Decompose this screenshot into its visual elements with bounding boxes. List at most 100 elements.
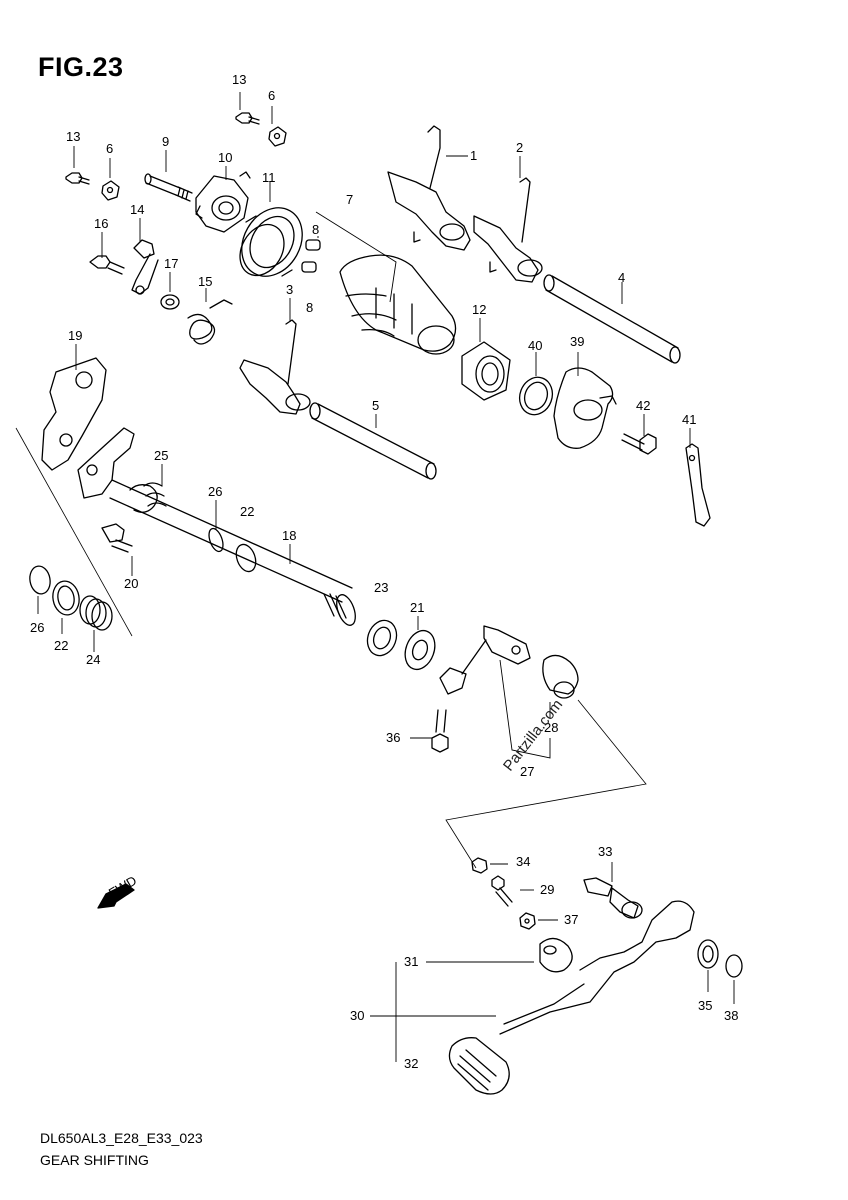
return-spring-25 [129,482,167,513]
stopper-arm-14 [131,239,159,295]
callout-36: 36 [386,730,400,745]
stopper-10 [195,171,251,233]
callout-16: 16 [94,216,108,231]
callout-5: 5 [372,398,379,413]
fork-shaft-4 [543,274,681,364]
bolt-42 [621,433,657,455]
washer-17 [160,294,180,310]
callout-27: 27 [520,764,534,779]
callout-29: 29 [540,882,554,897]
nut-37 [519,912,536,930]
callout-25: 25 [154,448,168,463]
callout-42: 42 [636,398,650,413]
callout-28: 28 [544,720,558,735]
callout-3: 3 [286,282,293,297]
callout-26: 26 [30,620,44,635]
pin-9 [144,173,193,202]
shift-lever-pivot-33 [583,877,643,919]
circlip-26-lower [29,565,51,595]
shift-fork-2 [473,177,543,283]
shift-fork-1 [387,125,471,251]
footer-code: DL650AL3_E28_E33_023 [40,1130,203,1146]
callout-13: 13 [232,72,246,87]
callout-34: 34 [516,854,530,869]
fwd-arrow [97,883,135,909]
washer-22-upper [235,543,257,573]
callout-35: 35 [698,998,712,1013]
callout-30: 30 [350,1008,364,1023]
callout-8: 8 [306,300,313,315]
washer-35 [697,939,719,969]
bolt-36 [431,709,449,753]
callout-9: 9 [162,134,169,149]
leader-lines [15,92,735,1062]
shaft-arm-18-plate [77,427,135,499]
fork-shaft-5 [309,402,437,480]
callout-20: 20 [124,576,138,591]
callout-15: 15 [198,274,212,289]
callout-14: 14 [130,202,144,217]
callout-32: 32 [404,1056,418,1071]
washer-21 [404,629,436,671]
bearing-12 [461,341,511,401]
bearing-11 [239,207,303,277]
callout-11: 11 [262,170,276,185]
callout-31: 31 [404,954,418,969]
joint-28 [542,654,579,699]
callout-38: 38 [724,1008,738,1023]
callout-24: 24 [86,652,100,667]
circlip-38 [725,954,743,978]
shift-cam-7 [339,254,457,355]
callout-41: 41 [682,412,696,427]
callout-23: 23 [374,580,388,595]
bolt-29 [491,875,513,907]
gear-position-sensor-39 [553,367,617,449]
oil-seal-23 [366,619,398,657]
nut-34 [471,857,488,874]
callout-1: 1 [470,148,477,163]
bolt-13-left [65,172,90,185]
callout-21: 21 [410,600,424,615]
callout-13: 13 [66,129,80,144]
footer-caption: GEAR SHIFTING [40,1152,149,1168]
callout-19: 19 [68,328,82,343]
washer-6-left [101,180,120,201]
bolt-13-top [235,112,260,125]
callout-22: 22 [240,504,254,519]
callout-6: 6 [268,88,275,103]
circlip-26-upper [208,527,224,553]
spring-24 [79,595,113,631]
callout-7: 7 [346,192,353,207]
clamp-41 [685,443,711,527]
callout-10: 10 [218,150,232,165]
callout-39: 39 [570,334,584,349]
gearshift-arm-27 [439,625,531,695]
callout-40: 40 [528,338,542,353]
bolt-20 [101,523,133,553]
figure-title: FIG.23 [38,52,124,82]
callout-26: 26 [208,484,222,499]
callout-labels: 13 6 13 6 9 10 11 7 1 2 16 14 17 15 8 8 … [30,72,738,1071]
callout-22: 22 [54,638,68,653]
callout-2: 2 [516,140,523,155]
callout-8: 8 [312,222,319,237]
shift-fork-3 [239,319,311,415]
washer-6-top [268,126,287,147]
callout-33: 33 [598,844,612,859]
callout-18: 18 [282,528,296,543]
washer-40 [518,376,554,416]
cover-plate-19 [41,357,107,471]
pin-8-lower [301,261,317,273]
callout-37: 37 [564,912,578,927]
callout-6: 6 [106,141,113,156]
callout-17: 17 [164,256,178,271]
bolt-16 [89,255,125,275]
callout-12: 12 [472,302,486,317]
spring-15 [187,299,233,345]
gearshift-lever-30 [448,900,695,1095]
washer-22-lower [52,580,80,616]
gearshift-shaft-18 [109,479,356,626]
pin-8-upper [305,239,321,251]
callout-4: 4 [618,270,625,285]
